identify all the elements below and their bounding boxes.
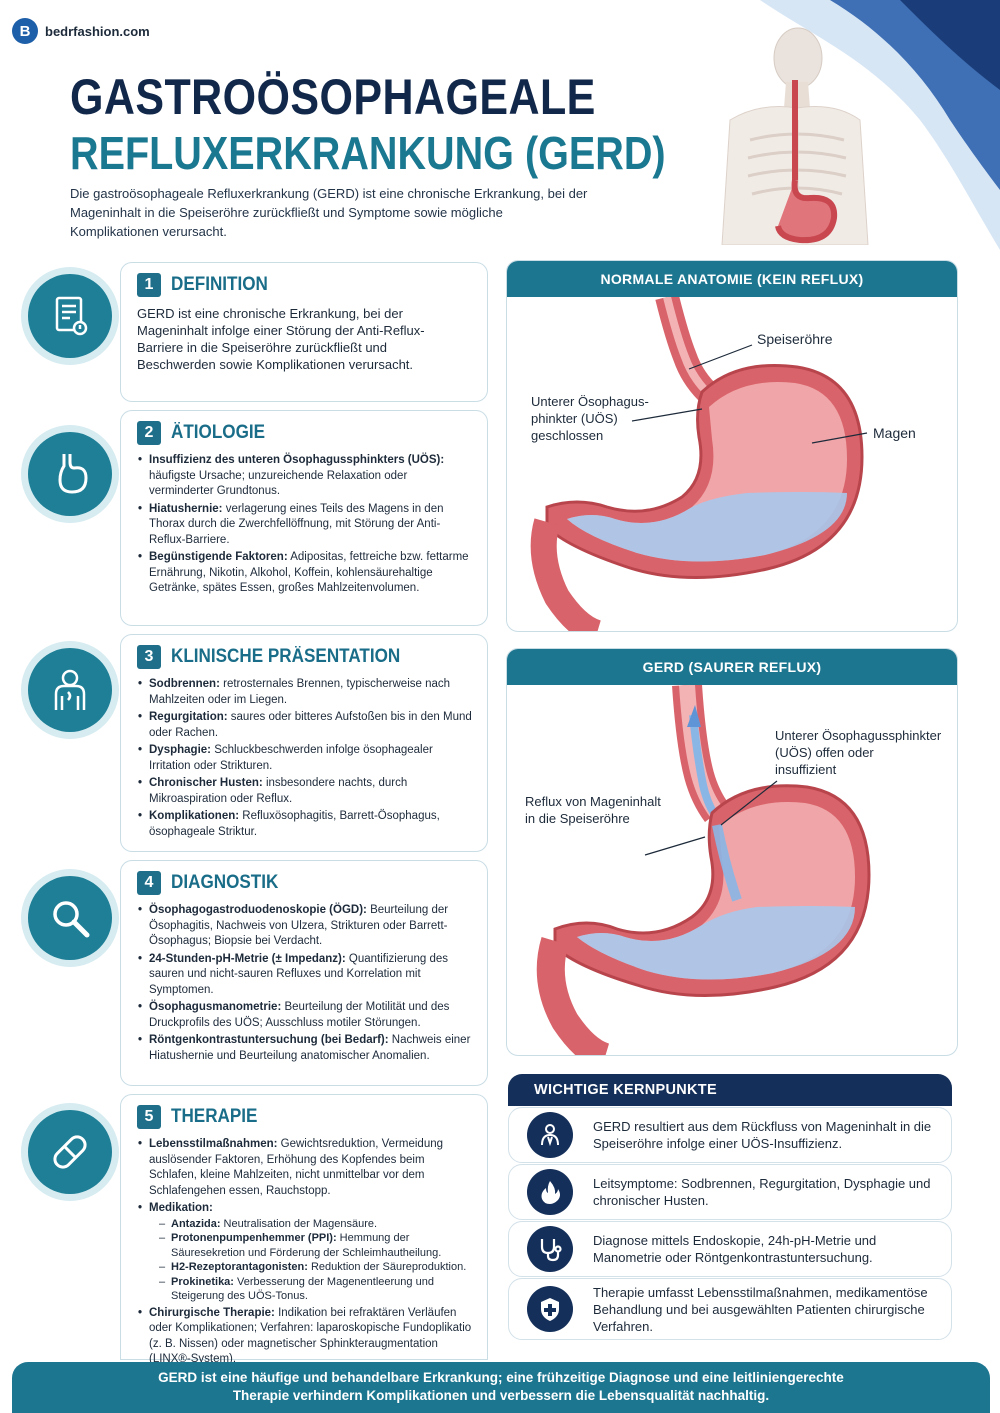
aetiologie-card: 2 ÄTIOLOGIE Insuffizienz des unteren Öso… [120,410,488,626]
keypoint-item: Diagnose mittels Endoskopie, 24h-pH-Metr… [508,1221,952,1277]
brand-logo: B [12,18,38,44]
label-sphincter-closed: Unterer Ösophagus- phinkter (UÖS) geschl… [531,394,649,443]
section-number: 3 [137,645,161,669]
section-title: KLINISCHE PRÄSENTATION [171,646,401,667]
footer-text: GERD ist eine häufige und behandelbare E… [158,1370,844,1403]
normal-anatomy-panel: NORMALE ANATOMIE (KEIN REFLUX) Speiseröh… [506,260,958,632]
aetiologie-list: Insuffizienz des unteren Ösophagussphink… [137,453,473,597]
list-item: 24-Stunden-pH-Metrie (± Impedanz): Quant… [137,952,473,999]
therapie-card: 5 THERAPIE Lebensstilmaßnahmen: Gewichts… [120,1094,488,1365]
list-item: Chronischer Husten: insbesondere nachts,… [137,776,473,807]
section-title: DEFINITION [171,274,268,295]
definition-card: 1 DEFINITION GERD ist eine chronische Er… [120,262,488,402]
decorative-wave [760,0,1000,250]
diagnostik-card: 4 DIAGNOSTIK Ösophagogastroduodenoskopie… [120,860,488,1086]
patient-icon [527,1112,573,1158]
keypoint-text: Diagnose mittels Endoskopie, 24h-pH-Metr… [593,1233,877,1265]
shield-cross-icon [527,1286,573,1332]
keypoint-item: Leitsymptome: Sodbrennen, Regurgitation,… [508,1164,952,1220]
stomach-icon [28,432,112,516]
keypoint-item: GERD resultiert aus dem Rückfluss von Ma… [508,1107,952,1163]
normal-stomach-illustration [530,297,868,631]
list-item: Ösophagogastroduodenoskopie (ÖGD): Beurt… [137,903,473,950]
list-item: Komplikationen: Refluxösophagitis, Barre… [137,809,473,840]
section-number: 1 [137,273,161,297]
panel-header: GERD (SAURER REFLUX) [507,649,957,685]
keypoint-text: Therapie umfasst Lebensstilmaßnahmen, me… [593,1284,928,1334]
brand-name: bedrfashion.com [45,23,150,39]
keypoint-text: Leitsymptome: Sodbrennen, Regurgitation,… [593,1176,931,1208]
list-item: H2-Rezeptorantagonisten: Reduktion der S… [159,1260,473,1275]
label-stomach: Magen [873,425,916,441]
keypoints-header: WICHTIGE KERNPUNKTE [508,1074,952,1106]
section-title: ÄTIOLOGIE [171,422,266,443]
list-item: Insuffizienz des unteren Ösophagussphink… [137,453,473,500]
list-item: Antazida: Neutralisation der Magensäure. [159,1217,473,1232]
list-item: Ösophagusmanometrie: Beurteilung der Mot… [137,1000,473,1031]
keypoint-text: GERD resultiert aus dem Rückfluss von Ma… [593,1119,932,1151]
section-title: THERAPIE [171,1106,258,1127]
gerd-panel: GERD (SAURER REFLUX) Unterer Ösophagussp… [506,648,958,1056]
klinik-card: 3 KLINISCHE PRÄSENTATION Sodbrennen: ret… [120,634,488,852]
label-sphincter-open: Unterer Ösophagussphinkter (UÖS) offen o… [775,728,942,777]
panel-header: NORMALE ANATOMIE (KEIN REFLUX) [507,261,957,297]
keypoints-box: WICHTIGE KERNPUNKTE GERD resultiert aus … [508,1074,952,1340]
document-icon [28,274,112,358]
list-item: Sodbrennen: retrosternales Brennen, typi… [137,677,473,708]
list-item: Regurgitation: saures oder bitteres Aufs… [137,710,473,741]
definition-text: GERD ist eine chronische Erkrankung, bei… [137,306,425,372]
person-icon [28,648,112,732]
magnifier-icon [28,876,112,960]
page-title-line2: REFLUXERKRANKUNG (GERD) [70,127,666,179]
label-esophagus: Speiseröhre [757,331,833,347]
diagnostik-list: Ösophagogastroduodenoskopie (ÖGD): Beurt… [137,903,473,1064]
keypoint-item: Therapie umfasst Lebensstilmaßnahmen, me… [508,1278,952,1340]
list-item: Röntgenkontrastuntersuchung (bei Bedarf)… [137,1033,473,1064]
intro-text: Die gastroösophageale Refluxerkrankung (… [70,186,588,239]
page-title-line1: GASTROÖSOPHAGEALE [70,69,596,125]
gerd-stomach-illustration [536,685,871,1055]
list-item: Medikation: Antazida: Neutralisation der… [137,1201,473,1304]
section-number: 5 [137,1105,161,1129]
section-title: DIAGNOSTIK [171,872,279,893]
footer-banner: GERD ist eine häufige und behandelbare E… [12,1362,990,1413]
flame-icon [527,1169,573,1215]
section-number: 4 [137,871,161,895]
label-reflux: Reflux von Mageninhalt in die Speiseröhr… [525,794,661,826]
list-item: Dysphagie: Schluckbeschwerden infolge ös… [137,743,473,774]
medikation-list: Antazida: Neutralisation der Magensäure.… [149,1217,473,1304]
pill-icon [28,1110,112,1194]
list-item: Protonenpumpenhemmer (PPI): Hemmung der … [159,1231,473,1260]
brand[interactable]: B bedrfashion.com [12,18,150,44]
torso-illustration [721,27,869,245]
list-item: Chirurgische Therapie: Indikation bei re… [137,1306,473,1368]
klinik-list: Sodbrennen: retrosternales Brennen, typi… [137,677,473,840]
therapie-list: Lebensstilmaßnahmen: Gewichtsreduktion, … [137,1137,473,1368]
list-item: Begünstigende Faktoren: Adipositas, fett… [137,550,473,597]
section-number: 2 [137,421,161,445]
list-item: Lebensstilmaßnahmen: Gewichtsreduktion, … [137,1137,473,1199]
stethoscope-icon [527,1226,573,1272]
list-item: Prokinetika: Verbesserung der Magenentle… [159,1275,473,1304]
list-item: Hiatushernie: verlagerung eines Teils de… [137,502,473,549]
